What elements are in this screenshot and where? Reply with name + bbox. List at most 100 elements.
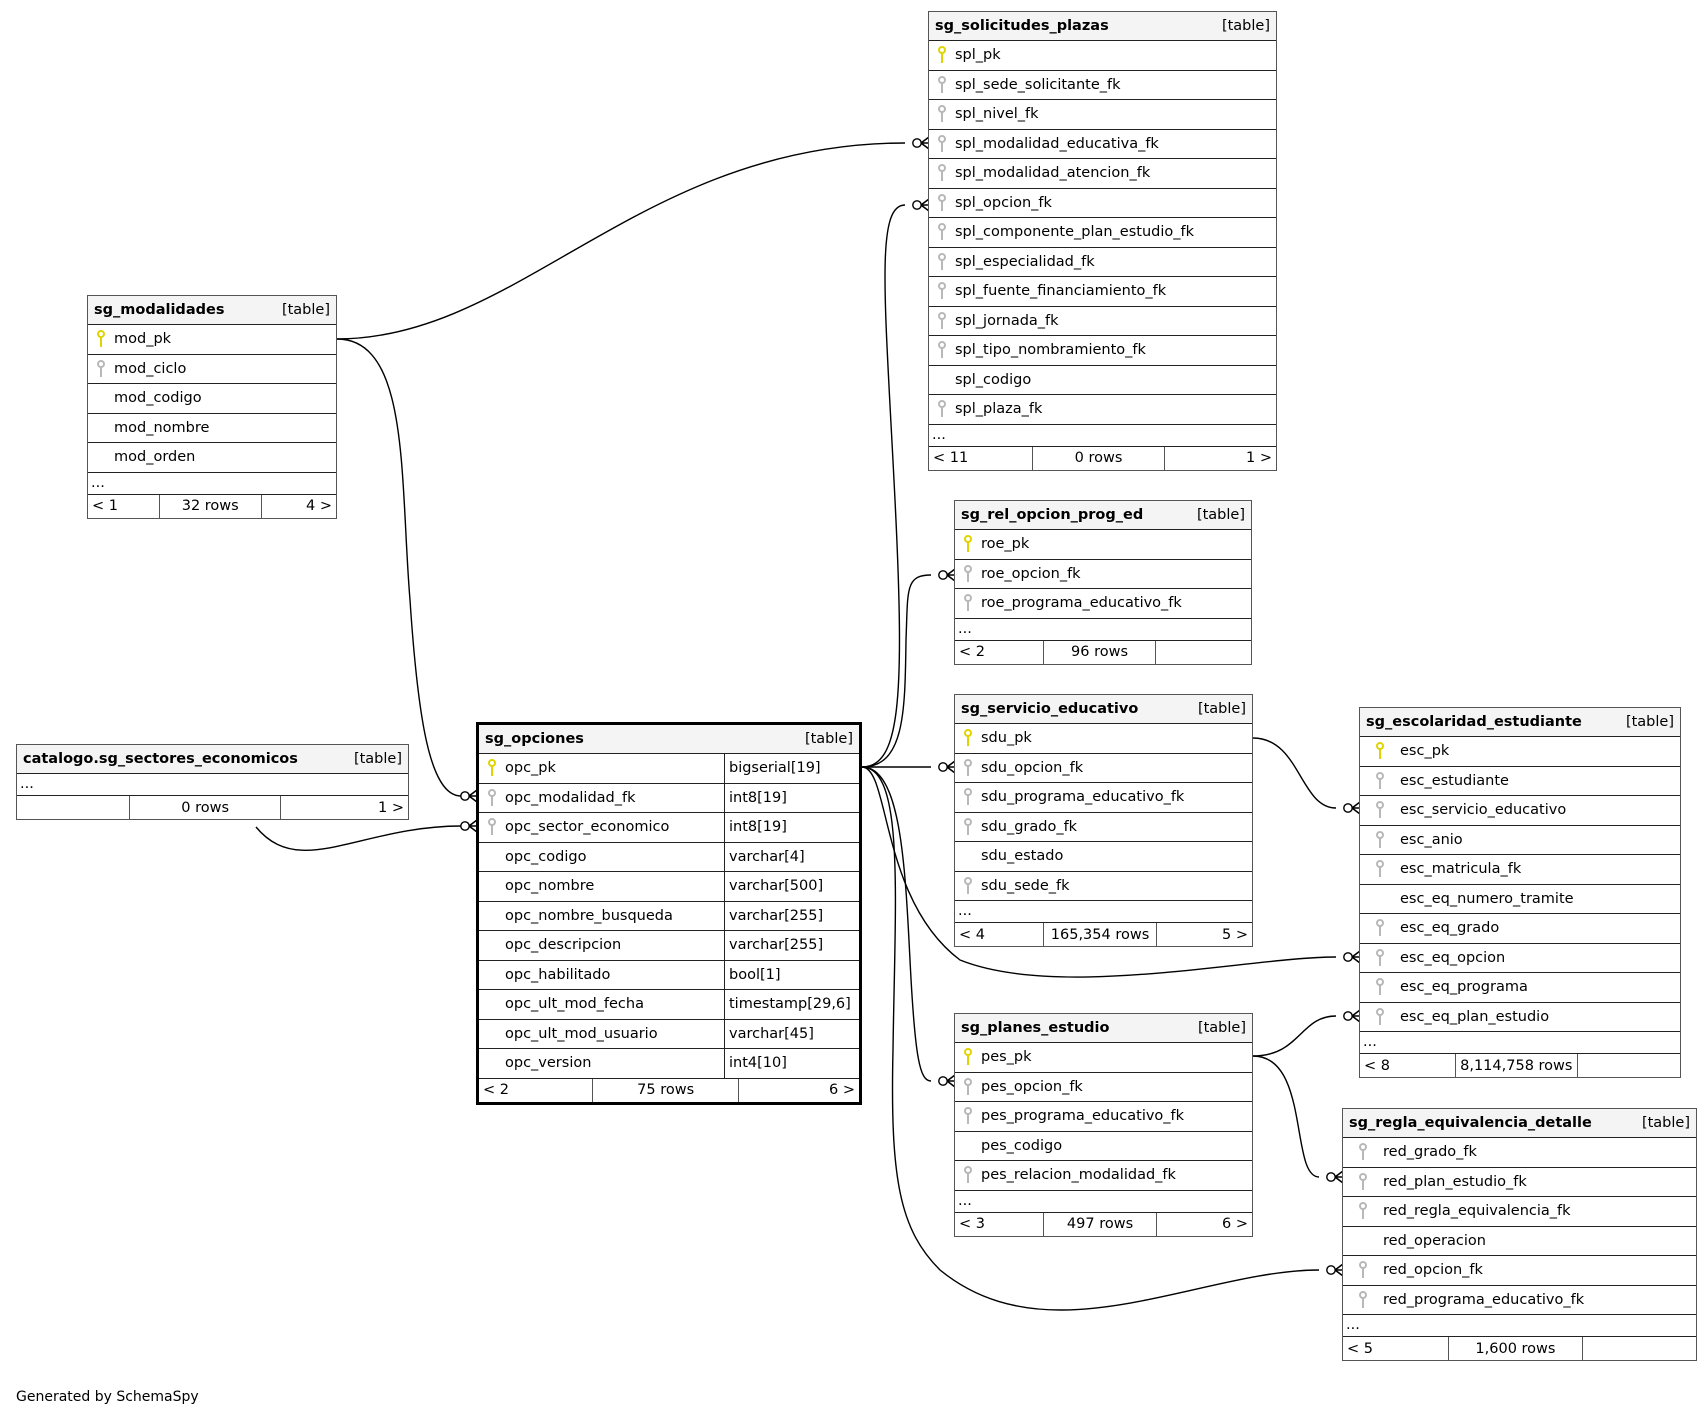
column-row[interactable]: red_regla_equivalencia_fk: [1343, 1197, 1696, 1227]
more-columns-indicator[interactable]: ...: [88, 473, 336, 495]
column-row[interactable]: esc_eq_opcion: [1360, 944, 1680, 973]
column-row[interactable]: red_programa_educativo_fk: [1343, 1286, 1696, 1315]
column-row[interactable]: pes_pk: [955, 1043, 1252, 1073]
column-row[interactable]: mod_orden: [88, 443, 336, 473]
column-row[interactable]: mod_ciclo: [88, 355, 336, 384]
column-row[interactable]: pes_programa_educativo_fk: [955, 1102, 1252, 1132]
table-header[interactable]: sg_regla_equivalencia_detalle[table]: [1343, 1109, 1696, 1138]
column-row[interactable]: pes_relacion_modalidad_fk: [955, 1161, 1252, 1191]
column-row[interactable]: sdu_opcion_fk: [955, 754, 1252, 783]
column-row[interactable]: spl_jornada_fk: [929, 307, 1276, 336]
column-row[interactable]: spl_nivel_fk: [929, 100, 1276, 130]
children-count[interactable]: [1156, 641, 1251, 664]
table-header[interactable]: sg_servicio_educativo[table]: [955, 695, 1252, 724]
children-count[interactable]: 6 >: [1222, 1216, 1248, 1232]
parents-count[interactable]: < 8: [1360, 1054, 1456, 1077]
column-row[interactable]: roe_pk: [955, 530, 1251, 560]
column-row[interactable]: esc_anio: [1360, 826, 1680, 855]
column-row[interactable]: spl_componente_plan_estudio_fk: [929, 218, 1276, 248]
column-row[interactable]: spl_opcion_fk: [929, 189, 1276, 218]
parents-count[interactable]: < 5: [1343, 1337, 1449, 1360]
column-row[interactable]: esc_eq_numero_tramite: [1360, 885, 1680, 914]
children-count[interactable]: 6 >: [829, 1082, 855, 1098]
more-columns-indicator[interactable]: ...: [1343, 1315, 1696, 1337]
column-row[interactable]: esc_eq_programa: [1360, 973, 1680, 1003]
column-row[interactable]: pes_codigo: [955, 1132, 1252, 1161]
more-columns-indicator[interactable]: ...: [955, 619, 1251, 641]
column-row[interactable]: sdu_sede_fk: [955, 872, 1252, 901]
parents-count[interactable]: < 11: [929, 446, 1034, 470]
more-columns-indicator[interactable]: ...: [1360, 1032, 1680, 1054]
table-sg-regla-equivalencia-detalle[interactable]: sg_regla_equivalencia_detalle[table]red_…: [1342, 1108, 1697, 1361]
parents-count[interactable]: < 3: [955, 1212, 1045, 1236]
children-count[interactable]: 4 >: [305, 498, 332, 514]
table-header[interactable]: sg_modalidades[table]: [88, 296, 336, 325]
column-row[interactable]: pes_opcion_fk: [955, 1073, 1252, 1102]
table-header[interactable]: catalogo.sg_sectores_economicos[table]: [17, 745, 408, 774]
children-count[interactable]: [1578, 1054, 1680, 1077]
column-row[interactable]: esc_servicio_educativo: [1360, 796, 1680, 826]
column-row[interactable]: spl_especialidad_fk: [929, 248, 1276, 277]
column-row[interactable]: spl_sede_solicitante_fk: [929, 71, 1276, 100]
column-row[interactable]: spl_modalidad_educativa_fk: [929, 130, 1276, 159]
column-row[interactable]: spl_fuente_financiamiento_fk: [929, 277, 1276, 307]
parents-count[interactable]: [17, 796, 131, 819]
column-row[interactable]: esc_eq_grado: [1360, 914, 1680, 944]
table-header[interactable]: sg_planes_estudio[table]: [955, 1014, 1252, 1043]
column-row[interactable]: esc_matricula_fk: [1360, 855, 1680, 885]
table-catalogo-sg-sectores-economicos[interactable]: catalogo.sg_sectores_economicos[table]..…: [16, 744, 409, 820]
column-row[interactable]: spl_pk: [929, 41, 1276, 71]
column-row[interactable]: mod_pk: [88, 325, 336, 355]
column-row[interactable]: red_operacion: [1343, 1227, 1696, 1256]
column-row[interactable]: mod_codigo: [88, 384, 336, 414]
column-row[interactable]: red_opcion_fk: [1343, 1256, 1696, 1286]
parents-count[interactable]: < 4: [955, 923, 1045, 946]
table-header[interactable]: sg_solicitudes_plazas[table]: [929, 12, 1276, 41]
column-row[interactable]: roe_opcion_fk: [955, 560, 1251, 589]
column-row[interactable]: spl_modalidad_atencion_fk: [929, 159, 1276, 189]
more-columns-indicator[interactable]: ...: [955, 1191, 1252, 1213]
more-columns-indicator[interactable]: ...: [929, 425, 1276, 447]
parents-count[interactable]: < 2: [479, 1078, 593, 1102]
column-row[interactable]: spl_plaza_fk: [929, 395, 1276, 425]
children-count[interactable]: [1583, 1337, 1696, 1360]
column-row[interactable]: spl_tipo_nombramiento_fk: [929, 336, 1276, 366]
column-row[interactable]: esc_eq_plan_estudio: [1360, 1003, 1680, 1032]
children-count[interactable]: 1 >: [1246, 450, 1272, 466]
table-header[interactable]: sg_opciones[table]: [479, 725, 859, 754]
column-row[interactable]: red_plan_estudio_fk: [1343, 1168, 1696, 1197]
column-row[interactable]: spl_codigo: [929, 366, 1276, 395]
column-row[interactable]: sdu_grado_fk: [955, 813, 1252, 842]
column-row[interactable]: sdu_pk: [955, 724, 1252, 754]
column-row[interactable]: mod_nombre: [88, 414, 336, 443]
column-row[interactable]: red_grado_fk: [1343, 1138, 1696, 1168]
column-row[interactable]: sdu_estado: [955, 842, 1252, 872]
column-row[interactable]: sdu_programa_educativo_fk: [955, 783, 1252, 813]
more-columns-indicator[interactable]: ...: [17, 774, 408, 796]
children-count[interactable]: 5 >: [1222, 926, 1248, 943]
column-row[interactable]: roe_programa_educativo_fk: [955, 589, 1251, 619]
table-header[interactable]: sg_rel_opcion_prog_ed[table]: [955, 501, 1251, 530]
column-row[interactable]: esc_estudiante: [1360, 767, 1680, 796]
more-columns-indicator[interactable]: ...: [955, 901, 1252, 923]
parents-count[interactable]: < 1: [88, 494, 160, 518]
column-row[interactable]: esc_pk: [1360, 737, 1680, 767]
children-count[interactable]: 1 >: [377, 799, 404, 816]
parents-count[interactable]: < 2: [955, 640, 1044, 664]
